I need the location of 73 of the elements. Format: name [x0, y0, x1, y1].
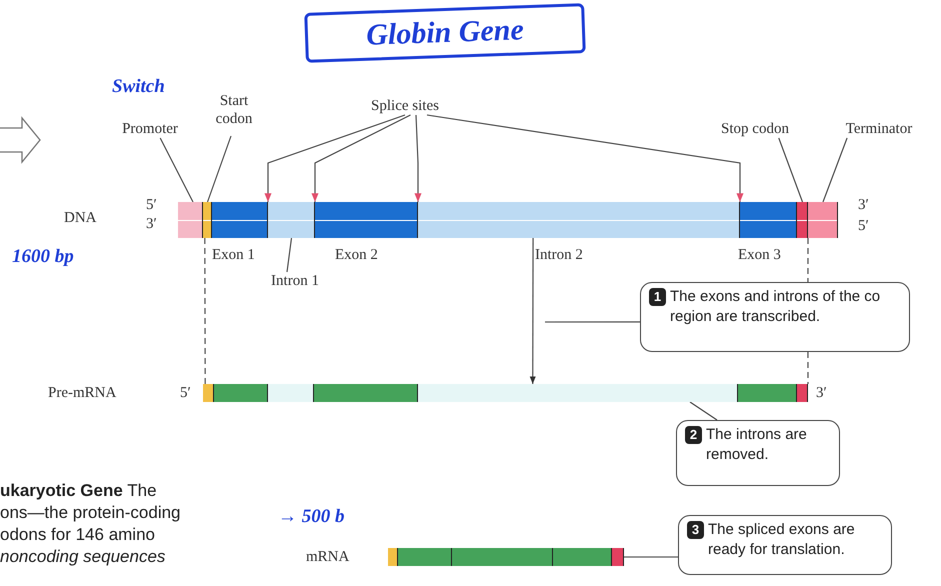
stop-codon-segment	[797, 202, 808, 238]
exon-segment	[738, 384, 797, 402]
text-label: 5′	[146, 196, 157, 214]
caption-text: noncoding sequences	[0, 547, 166, 568]
text-label: 5′	[180, 384, 191, 402]
exon-segment	[553, 548, 612, 566]
leader-line	[206, 136, 232, 202]
handwritten-note: 1600 bp	[12, 246, 74, 269]
handwritten-note: Switch	[112, 76, 165, 99]
callout-text: The spliced exons are ready for translation.	[708, 520, 856, 560]
intron-segment	[268, 384, 314, 402]
pre-mrna-bar	[203, 384, 808, 402]
step-number-badge: 2	[685, 426, 702, 444]
part-label: Stop codon	[701, 120, 809, 138]
caption-text: ukaryotic Gene The	[0, 481, 157, 502]
text-label: 3′	[146, 215, 157, 233]
handwritten-title-box: Globin Gene	[304, 3, 586, 63]
text-label: 3′	[816, 384, 827, 402]
callout-text: The introns are removed.	[706, 425, 808, 464]
part-label: Intron 1	[255, 272, 335, 290]
stop-codon-segment	[797, 384, 808, 402]
exon-segment	[452, 548, 553, 566]
leader-line	[286, 238, 292, 272]
text-label: Pre-mRNA	[48, 384, 116, 402]
start-codon-segment	[388, 548, 398, 566]
arrow	[426, 114, 744, 202]
region-label: Intron 2	[535, 246, 583, 264]
callout-text: The exons and introns of the co region are transcribed.	[670, 287, 882, 326]
arrow	[311, 114, 411, 202]
exon-segment	[214, 384, 268, 402]
exon-segment	[212, 202, 268, 238]
region-label: Exon 1	[212, 246, 255, 264]
part-label: Terminator	[822, 120, 936, 138]
exon-segment	[398, 548, 452, 566]
start-codon-segment	[203, 202, 212, 238]
leader-line	[160, 138, 194, 202]
part-label: Start codon	[204, 92, 264, 136]
leader-line	[545, 321, 640, 323]
step-number-badge: 1	[649, 288, 666, 306]
stop-codon-segment	[612, 548, 624, 566]
text-label: 3′	[858, 196, 869, 214]
exon-segment	[740, 202, 797, 238]
start-codon-segment	[203, 384, 214, 402]
caption-text: ons—the protein-coding	[0, 503, 181, 524]
arrow	[530, 238, 536, 384]
leader-line	[624, 556, 678, 558]
intron-segment	[268, 202, 315, 238]
text-label: 5′	[858, 217, 869, 235]
leader-line	[690, 402, 718, 420]
intron-segment	[418, 202, 740, 238]
alignment-line	[807, 238, 809, 282]
exon-segment	[315, 202, 418, 238]
dna-bar	[178, 202, 838, 238]
exon-segment	[314, 384, 418, 402]
arrow	[414, 114, 422, 202]
arrow	[264, 114, 406, 202]
intron-segment	[418, 384, 738, 402]
alignment-line	[204, 238, 206, 384]
promoter-segment	[178, 202, 203, 238]
part-label: Splice sites	[350, 97, 460, 115]
step-number-badge: 3	[687, 521, 704, 539]
part-label: Promoter	[116, 120, 184, 138]
handwritten-note: → 500 b	[278, 506, 344, 529]
leader-line	[778, 138, 804, 202]
region-label: Exon 2	[335, 246, 378, 264]
region-label: Exon 3	[738, 246, 781, 264]
text-label: DNA	[64, 209, 96, 227]
caption-text: odons for 146 amino	[0, 525, 155, 546]
leader-line	[822, 138, 848, 202]
text-label: mRNA	[306, 548, 350, 566]
terminator-segment	[808, 202, 838, 238]
alignment-line	[807, 352, 809, 384]
mrna-bar	[388, 548, 624, 566]
